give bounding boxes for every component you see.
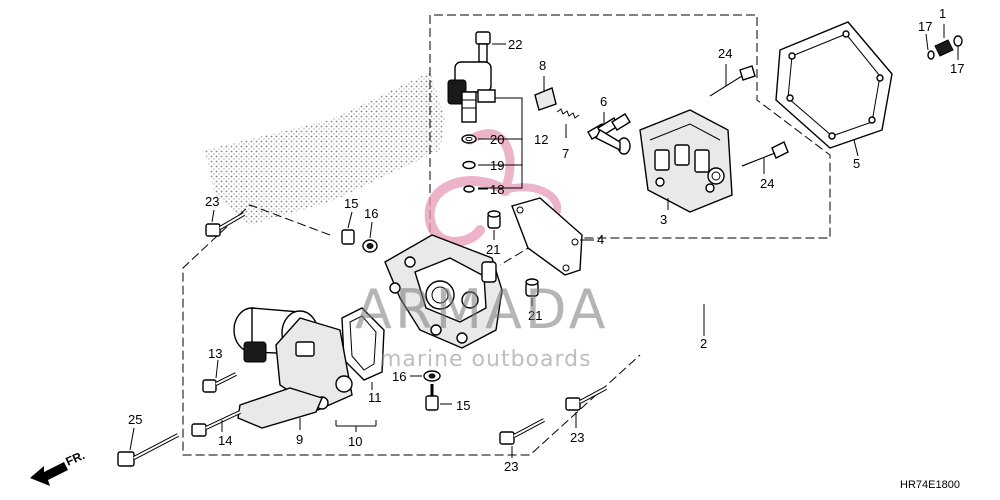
bolt-23-bottom: [499, 418, 545, 445]
separator-plate-4: [511, 197, 583, 276]
callout-24-lower: 24: [760, 176, 774, 191]
callout-13: 13: [208, 346, 222, 361]
callout-25: 25: [128, 412, 142, 427]
fitting-1: [927, 35, 963, 60]
callout-22: 22: [508, 37, 522, 52]
leader-lines: [129, 24, 959, 458]
watermark-tagline: marine outboards: [380, 347, 592, 372]
bolt-25: [117, 433, 179, 467]
plate-8: [534, 87, 557, 111]
o-ring-20: [461, 134, 477, 144]
callout-16-upper: 16: [364, 206, 378, 221]
callout-21-lower: 21: [528, 308, 542, 323]
callout-8: 8: [539, 58, 546, 73]
callout-9: 9: [296, 432, 303, 447]
o-ring-18: [463, 185, 475, 193]
bolt-24-lower: [741, 141, 789, 167]
callout-20: 20: [490, 132, 504, 147]
bolt-15-lower: [425, 384, 439, 411]
gasket-5: [775, 21, 893, 149]
callout-18: 18: [490, 182, 504, 197]
callout-21-upper: 21: [486, 242, 500, 257]
callout-4: 4: [597, 232, 604, 247]
callout-19: 19: [490, 158, 504, 173]
callout-23-mid: 23: [570, 430, 584, 445]
callout-14: 14: [218, 433, 232, 448]
callout-16-lower: 16: [392, 369, 406, 384]
callout-2: 2: [700, 336, 707, 351]
diagram-code: HR74E1800: [900, 479, 960, 491]
shaded-housing-region: [205, 72, 445, 225]
callout-23-left: 23: [205, 194, 219, 209]
callout-7: 7: [562, 146, 569, 161]
callout-23-bottom: 23: [504, 459, 518, 474]
callout-1: 1: [939, 6, 946, 21]
bolt-23-left: [205, 212, 246, 237]
spool-valve-6: [587, 113, 631, 155]
callout-15-upper: 15: [344, 196, 358, 211]
bolt-15-upper: [341, 229, 355, 245]
callout-10: 10: [348, 434, 362, 449]
callout-12: 12: [534, 132, 548, 147]
callout-15-lower: 15: [456, 398, 470, 413]
watermark-brand: ARMADA: [355, 278, 609, 341]
callout-17-left: 17: [918, 19, 932, 34]
valve-body-3: [639, 109, 733, 213]
main-valve-housing: [384, 234, 503, 349]
callout-17-right: 17: [950, 61, 964, 76]
bolt-14: [191, 410, 241, 437]
bolt-13: [202, 372, 237, 393]
shift-solenoid-upper: [447, 61, 496, 123]
bolt-22: [475, 31, 491, 63]
bolt-24-upper: [709, 65, 756, 97]
callout-24-upper: 24: [718, 46, 732, 61]
callout-11: 11: [368, 390, 382, 405]
assembly-outline-upper: [429, 14, 831, 245]
shift-solenoid-lower: [233, 307, 353, 411]
callout-3: 3: [660, 212, 667, 227]
front-direction-arrow-icon: [30, 462, 68, 486]
spring-7: [556, 108, 580, 119]
bracket-9: [237, 387, 323, 429]
dowel-21-upper: [487, 210, 501, 229]
callout-5: 5: [853, 156, 860, 171]
direction-label: FR.: [64, 448, 87, 469]
assembly-outline-lower: [182, 204, 641, 456]
dowel-21-lower: [525, 278, 539, 297]
callout-6: 6: [600, 94, 607, 109]
o-ring-19: [462, 160, 476, 170]
bolt-23-mid: [565, 386, 607, 411]
